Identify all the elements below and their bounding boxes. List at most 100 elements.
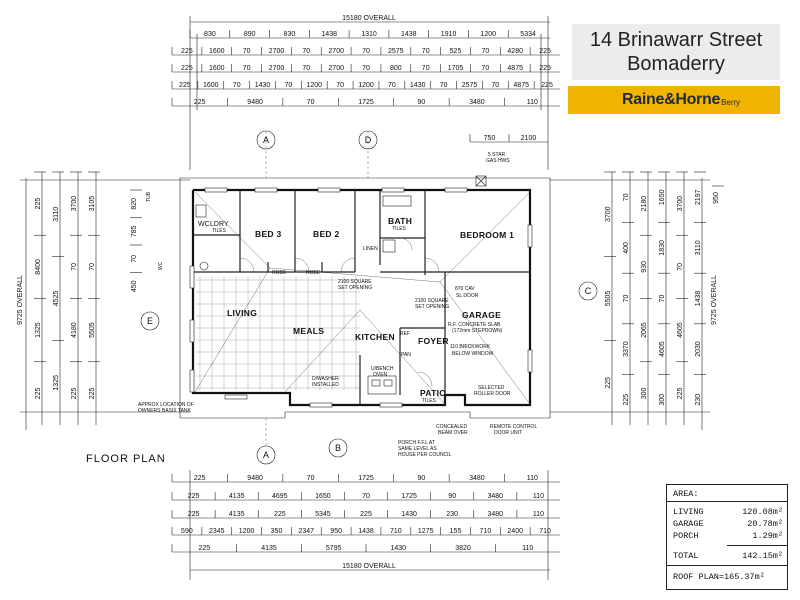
dim-bottom-row2: 4135 [229,493,245,500]
area-row-roof: ROOF PLAN= 165.37m² [673,572,783,582]
dim-top-row2: 1438 [321,31,337,38]
room-robe-1: ROBE [272,270,287,276]
note-tiles-ldry: TILES [212,228,227,234]
dim-top-row4: 70 [243,65,251,72]
dim-bottom-row3: 225 [274,511,286,518]
dim-top-row6: 3480 [469,99,485,106]
note-roller-door: ROLLER DOOR [474,391,511,397]
dim-right-col2: 400 [623,242,630,254]
window-markers [189,187,533,408]
dim-left-col4: 5505 [89,322,96,338]
dim-top-row5: 70 [336,82,344,89]
dim-right-col2: 70 [623,193,630,201]
dim-right-col4: 300 [659,394,666,406]
note-square-set-2: 2100 SQUARE [415,298,449,304]
dim-top-row5: 70 [388,82,396,89]
note-tiles-bath: TILES [392,226,407,232]
roof-outline [179,177,551,419]
dim-top-row5: 1600 [203,82,219,89]
note-garage-step: (172mm STEPDOWN) [452,328,503,334]
dim-top-row4: 800 [390,65,402,72]
area-roof-label: ROOF PLAN= [673,572,725,582]
note-gas-hws: GAS HWS [486,158,510,164]
room-ldry: LDRY [210,221,229,228]
dim-bottom-row1: 225 [194,475,206,482]
section-marker-c-label: C [585,286,592,296]
dim-bottom-row1: 9480 [247,475,263,482]
dim-top-row5: 225 [179,82,191,89]
dim-left-col4: 3105 [89,196,96,212]
dim-right-col4: 4605 [659,341,666,357]
room-patio: PATIO [420,388,446,398]
dim-bottom-row4: 710 [390,528,402,535]
dim-bottom-row1: 3480 [469,475,485,482]
dim-left-col3: 225 [71,387,78,399]
note-star-gas: 5 STAR [488,152,506,158]
room-labels: BED 3 BED 2 BEDROOM 1 BATH WC LDRY LIVIN… [198,216,514,398]
dim-bottom-row4: 350 [271,528,283,535]
dim-bottom-row4: 1200 [239,528,255,535]
dim-bottom-row4: 155 [450,528,462,535]
area-row-living: LIVING 120.08m² [673,507,783,517]
dim-bottom-row2: 1725 [401,493,417,500]
dim-top-row5: 70 [285,82,293,89]
dim-right-col4: 1650 [659,189,666,205]
dim-bottom-row5: 4135 [261,545,277,552]
dim-top-row5: 4875 [513,82,529,89]
door-swings [239,237,440,387]
dim-top-row3: 70 [422,48,430,55]
room-pan: PAN [401,352,411,358]
dim-top-row5: 1200 [307,82,323,89]
dim-top-row4: 4875 [507,65,523,72]
note-same-level: SAME LEVEL AS [398,446,437,452]
dim-bottom-row1: 70 [307,475,315,482]
dim-right-col2: 225 [623,394,630,406]
room-wc: WC [198,221,210,228]
section-marker-c [578,281,598,301]
dim-right-col2: 3370 [623,341,630,357]
note-oven: OVEN [373,372,388,378]
dim-right-col3: 2180 [641,196,648,212]
dim-bottom-row2: 4695 [272,493,288,500]
brand-logo: Raine&Horne Berry [622,87,740,113]
area-label: PORCH [673,531,699,541]
note-below-window: BELOW WINDOW [452,351,494,357]
dim-top-row5: 70 [233,82,241,89]
note-approx-1: APPROX LOCATION OF [138,402,194,408]
dim-top-row3: 1600 [209,48,225,55]
dim-left-col3: 4180 [71,322,78,338]
dim-top-row5: 1430 [255,82,271,89]
dim-top-row3: 2700 [269,48,285,55]
dim-right-col1: 225 [605,377,612,389]
dim-left-col1: 225 [35,198,42,210]
area-heading: AREA: [673,489,699,499]
dim-top-row2: 830 [204,31,216,38]
dim-top-row2: 1200 [481,31,497,38]
dim-bottom-overall: 15180 OVERALL [342,563,396,570]
dim-bottom-row4: 2400 [507,528,523,535]
dim-top-row3: 70 [243,48,251,55]
right-dimension-lines [550,172,710,430]
note-sl-door: SL DOOR [456,293,479,299]
dim-left-col1: 8400 [35,259,42,275]
note-concealed: CONCEALED [436,424,468,430]
dim-right-col1: 3700 [605,206,612,222]
dim-bottom-row4: 2347 [299,528,315,535]
dim-right-col5: 225 [677,387,684,399]
dim-top-row2: 5334 [520,31,536,38]
room-bedroom1: BEDROOM 1 [460,230,514,240]
area-heading-row: AREA: [673,489,783,499]
dim-top-row3: 70 [362,48,370,55]
note-wc-outer: WC [158,261,164,270]
dim-bottom-row4: 1438 [358,528,374,535]
dim-left-small: 820 [131,198,138,210]
left-dimension-lines [20,172,190,430]
dim-bottom-row4: 2345 [209,528,225,535]
dim-top-row3: 225 [539,48,551,55]
dim-top-row3: 525 [450,48,462,55]
dim-top-row3: 2575 [388,48,404,55]
note-beam-over: BEAM OVER [438,430,468,436]
dim-right-col1: 5505 [605,291,612,307]
dim-bottom-row3: 1430 [401,511,417,518]
dim-bottom-row3: 3480 [488,511,504,518]
